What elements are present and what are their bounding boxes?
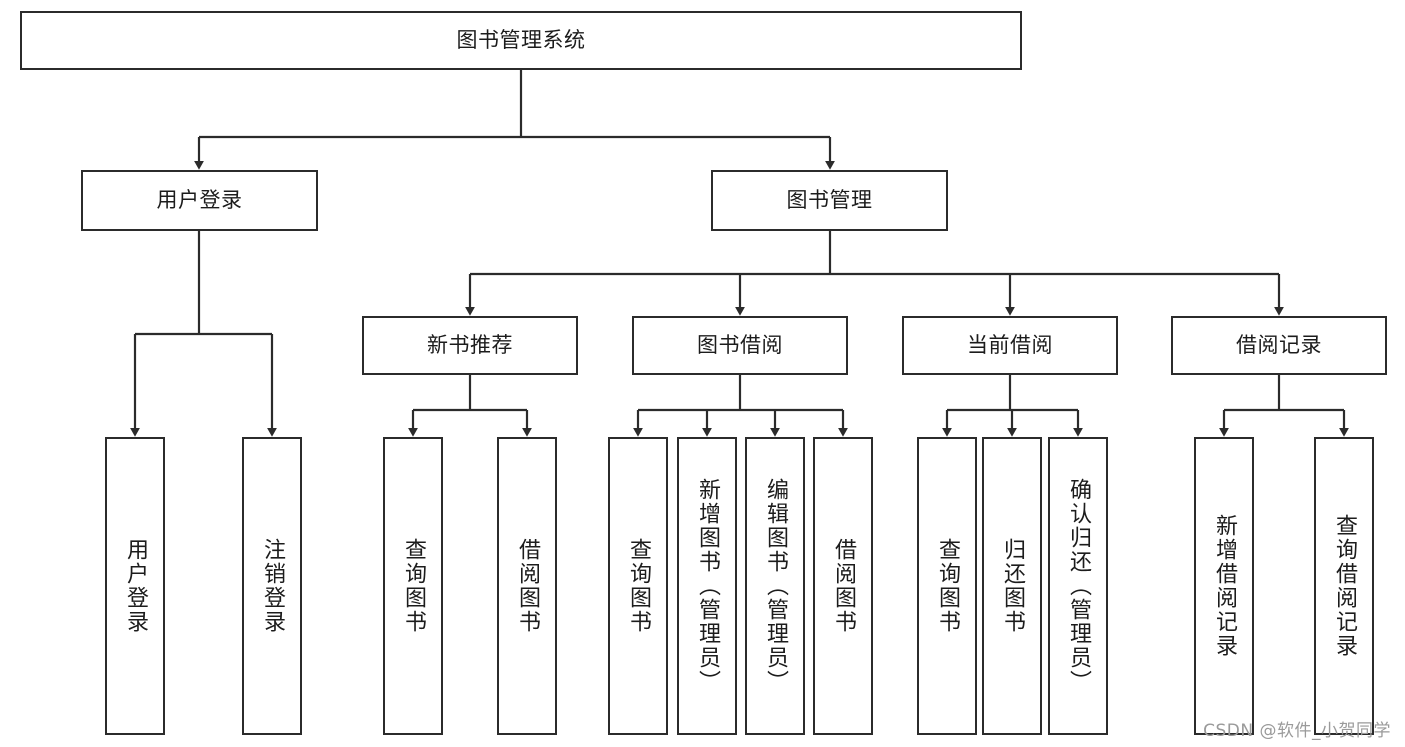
node-user-login-label: 用户登录 [156,188,243,213]
leaf-user-login[interactable]: 用户登录 [105,437,165,735]
leaf-confirm-return-label: 确认归还（管理员） [1066,478,1091,694]
leaf-query-book-3[interactable]: 查询图书 [917,437,977,735]
node-new-book-rec-label: 新书推荐 [427,333,513,358]
leaf-logout-login[interactable]: 注销登录 [242,437,302,735]
leaf-borrow-book-1[interactable]: 借阅图书 [497,437,557,735]
leaf-query-record-label: 查询借阅记录 [1332,514,1357,658]
leaf-borrow-book-2-label: 借阅图书 [831,538,856,634]
node-book-borrow[interactable]: 图书借阅 [632,316,848,375]
leaf-return-book[interactable]: 归还图书 [982,437,1042,735]
node-current-borrow-label: 当前借阅 [967,333,1053,358]
node-current-borrow[interactable]: 当前借阅 [902,316,1118,375]
watermark: CSDN @软件_小贺同学 [1203,721,1391,741]
leaf-query-record[interactable]: 查询借阅记录 [1314,437,1374,735]
node-borrow-record[interactable]: 借阅记录 [1171,316,1387,375]
node-book-manage-label: 图书管理 [786,188,873,213]
node-book-borrow-label: 图书借阅 [697,333,783,358]
leaf-add-record-label: 新增借阅记录 [1212,514,1237,658]
node-root[interactable]: 图书管理系统 [20,11,1022,70]
node-root-label: 图书管理系统 [456,28,586,53]
node-book-manage[interactable]: 图书管理 [711,170,948,231]
leaf-add-record[interactable]: 新增借阅记录 [1194,437,1254,735]
leaf-return-book-label: 归还图书 [1000,538,1025,634]
leaf-query-book-1-label: 查询图书 [401,538,426,634]
leaf-query-book-2[interactable]: 查询图书 [608,437,668,735]
leaf-confirm-return[interactable]: 确认归还（管理员） [1048,437,1108,735]
leaf-add-book-label: 新增图书（管理员） [695,478,720,694]
leaf-query-book-3-label: 查询图书 [935,538,960,634]
leaf-logout-login-label: 注销登录 [260,538,285,634]
leaf-add-book[interactable]: 新增图书（管理员） [677,437,737,735]
leaf-edit-book-label: 编辑图书（管理员） [763,478,788,694]
leaf-borrow-book-2[interactable]: 借阅图书 [813,437,873,735]
leaf-borrow-book-1-label: 借阅图书 [515,538,540,634]
leaf-query-book-1[interactable]: 查询图书 [383,437,443,735]
node-new-book-rec[interactable]: 新书推荐 [362,316,578,375]
leaf-user-login-label: 用户登录 [123,538,148,634]
node-borrow-record-label: 借阅记录 [1236,333,1322,358]
leaf-query-book-2-label: 查询图书 [626,538,651,634]
node-user-login[interactable]: 用户登录 [81,170,318,231]
leaf-edit-book[interactable]: 编辑图书（管理员） [745,437,805,735]
